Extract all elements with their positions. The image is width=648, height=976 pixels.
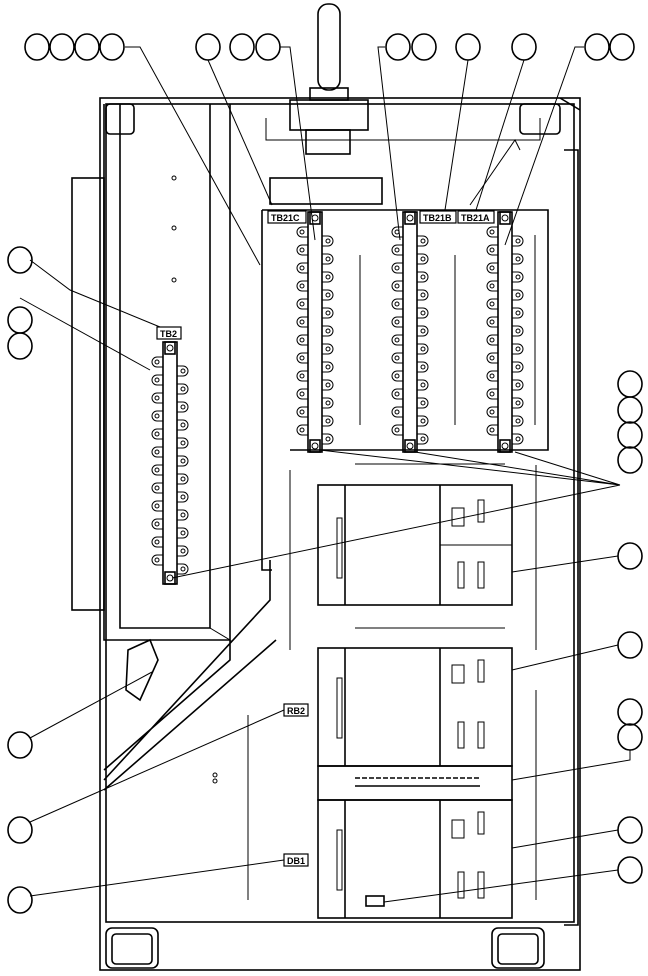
callout-circle — [617, 816, 643, 844]
terminal-board-tb21b — [391, 211, 429, 453]
callout-circle — [455, 33, 481, 61]
callout-circle — [617, 631, 643, 659]
enclosure-feet — [105, 927, 545, 969]
callout-circle — [7, 306, 33, 334]
label-rb2: RB2 — [283, 703, 309, 717]
enclosure-body — [99, 97, 581, 971]
top-handle — [289, 3, 369, 155]
callout-circle — [49, 33, 75, 61]
terminal-board-tb21c — [296, 211, 334, 453]
callout-circle — [617, 446, 643, 474]
label-tb21a: TB21A — [457, 210, 495, 224]
callout-circle — [617, 698, 643, 726]
callout-circle — [99, 33, 125, 61]
callout-circle — [195, 33, 221, 61]
callout-circle — [74, 33, 100, 61]
module-upper — [317, 484, 513, 606]
callout-circle — [411, 33, 437, 61]
module-middle — [317, 647, 513, 767]
callout-circle — [617, 723, 643, 751]
terminal-panel — [212, 209, 549, 900]
callout-circle — [7, 246, 33, 274]
left-cover-panel — [71, 104, 277, 791]
callout-circle — [617, 856, 643, 884]
callout-circle — [255, 33, 281, 61]
terminal-board-tb2 — [151, 341, 189, 585]
label-tb21c: TB21C — [267, 210, 307, 224]
callout-circles — [7, 33, 643, 914]
label-tb21b: TB21B — [419, 210, 457, 224]
module-lower — [317, 799, 513, 919]
label-tb2: TB2 — [156, 326, 182, 340]
callout-circle — [617, 396, 643, 424]
label-rb2-text: RB2 — [287, 706, 305, 716]
callout-circle — [617, 421, 643, 449]
callout-circle — [7, 332, 33, 360]
callout-circle — [511, 33, 537, 61]
label-tb2-text: TB2 — [160, 329, 177, 339]
label-tb21b-text: TB21B — [423, 213, 452, 223]
callout-circle — [7, 816, 33, 844]
callout-circle — [24, 33, 50, 61]
callout-circle — [7, 886, 33, 914]
bus-bar — [317, 765, 513, 801]
leader-lines — [19, 46, 631, 903]
label-db1-text: DB1 — [287, 856, 305, 866]
callout-circle — [609, 33, 635, 61]
callout-circle — [617, 542, 643, 570]
terminal-board-tb21a — [486, 211, 524, 453]
label-db1: DB1 — [283, 853, 309, 867]
label-tb21c-text: TB21C — [271, 213, 300, 223]
callout-circle — [617, 370, 643, 398]
callout-circle — [385, 33, 411, 61]
callout-circle — [229, 33, 255, 61]
callout-circle — [7, 731, 33, 759]
label-tb21a-text: TB21A — [461, 213, 490, 223]
callout-circle — [584, 33, 610, 61]
